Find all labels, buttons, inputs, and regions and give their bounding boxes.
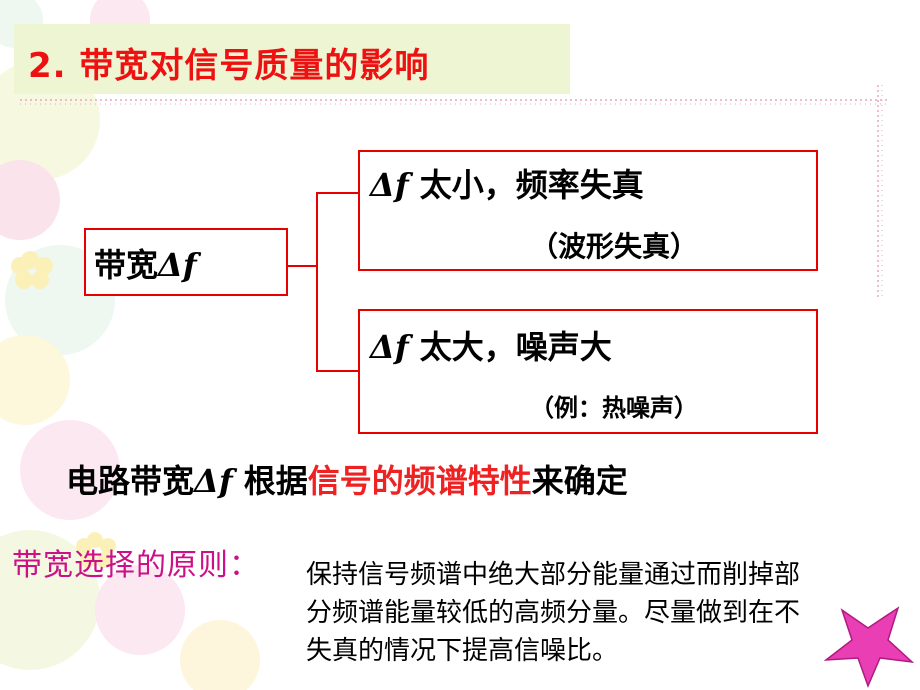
conclusion-line: 电路带宽Δf 根据信号的频谱特性来确定 — [66, 456, 628, 502]
bubble — [0, 530, 100, 670]
connector-vertical — [316, 192, 318, 372]
too-large-main: Δf 太大，噪声大 — [370, 322, 612, 368]
connector-horizontal — [286, 265, 318, 267]
principle-text: 保持信号频谱中绝大部分能量通过而削掉部 分频谱能量较低的高频分量。尽量做到在不 … — [306, 556, 906, 670]
principle-line: 分频谱能量较低的高频分量。尽量做到在不 — [306, 598, 801, 628]
slide-title: 2. 带宽对信号质量的影响 — [28, 46, 430, 86]
too-small-sub: （波形失真） — [530, 230, 699, 263]
star-icon — [823, 606, 915, 689]
delta-f-symbol: Δf — [158, 246, 197, 284]
flower-icon — [11, 251, 53, 289]
conclusion-highlight: 信号的频谱特性 — [307, 462, 532, 500]
principle-label: 带宽选择的原则： — [12, 548, 260, 583]
bandwidth-text: 带宽 — [94, 246, 159, 284]
flower-icon — [76, 532, 116, 568]
too-large-box — [358, 309, 818, 434]
delta-f-symbol: Δf — [370, 166, 409, 204]
bubble — [95, 565, 185, 655]
bubble — [0, 160, 60, 240]
too-small-box — [358, 150, 818, 271]
principle-line: 失真的情况下提高信噪比。 — [306, 636, 619, 666]
conclusion-suffix: 来确定 — [531, 462, 628, 500]
bandwidth-box — [84, 228, 288, 296]
delta-f-symbol: Δf — [194, 462, 233, 500]
too-small-main: Δf 太小，频率失真 — [370, 160, 644, 206]
connector-top — [316, 192, 360, 194]
conclusion-prefix: 电路带宽 — [66, 462, 195, 500]
bubble — [180, 620, 260, 690]
too-large-text: 太大，噪声大 — [408, 328, 612, 366]
title-background — [14, 24, 570, 94]
too-large-sub: （例：热噪声） — [530, 394, 698, 422]
bubble — [0, 335, 70, 425]
connector-bottom — [316, 370, 360, 372]
bubble — [20, 420, 120, 520]
bandwidth-label: 带宽Δf — [94, 240, 197, 286]
too-small-text: 太小，频率失真 — [408, 166, 644, 204]
conclusion-middle: 根据 — [232, 462, 308, 500]
principle-line: 保持信号频谱中绝大部分能量通过而削掉部 — [306, 560, 801, 590]
delta-f-symbol: Δf — [370, 328, 409, 366]
